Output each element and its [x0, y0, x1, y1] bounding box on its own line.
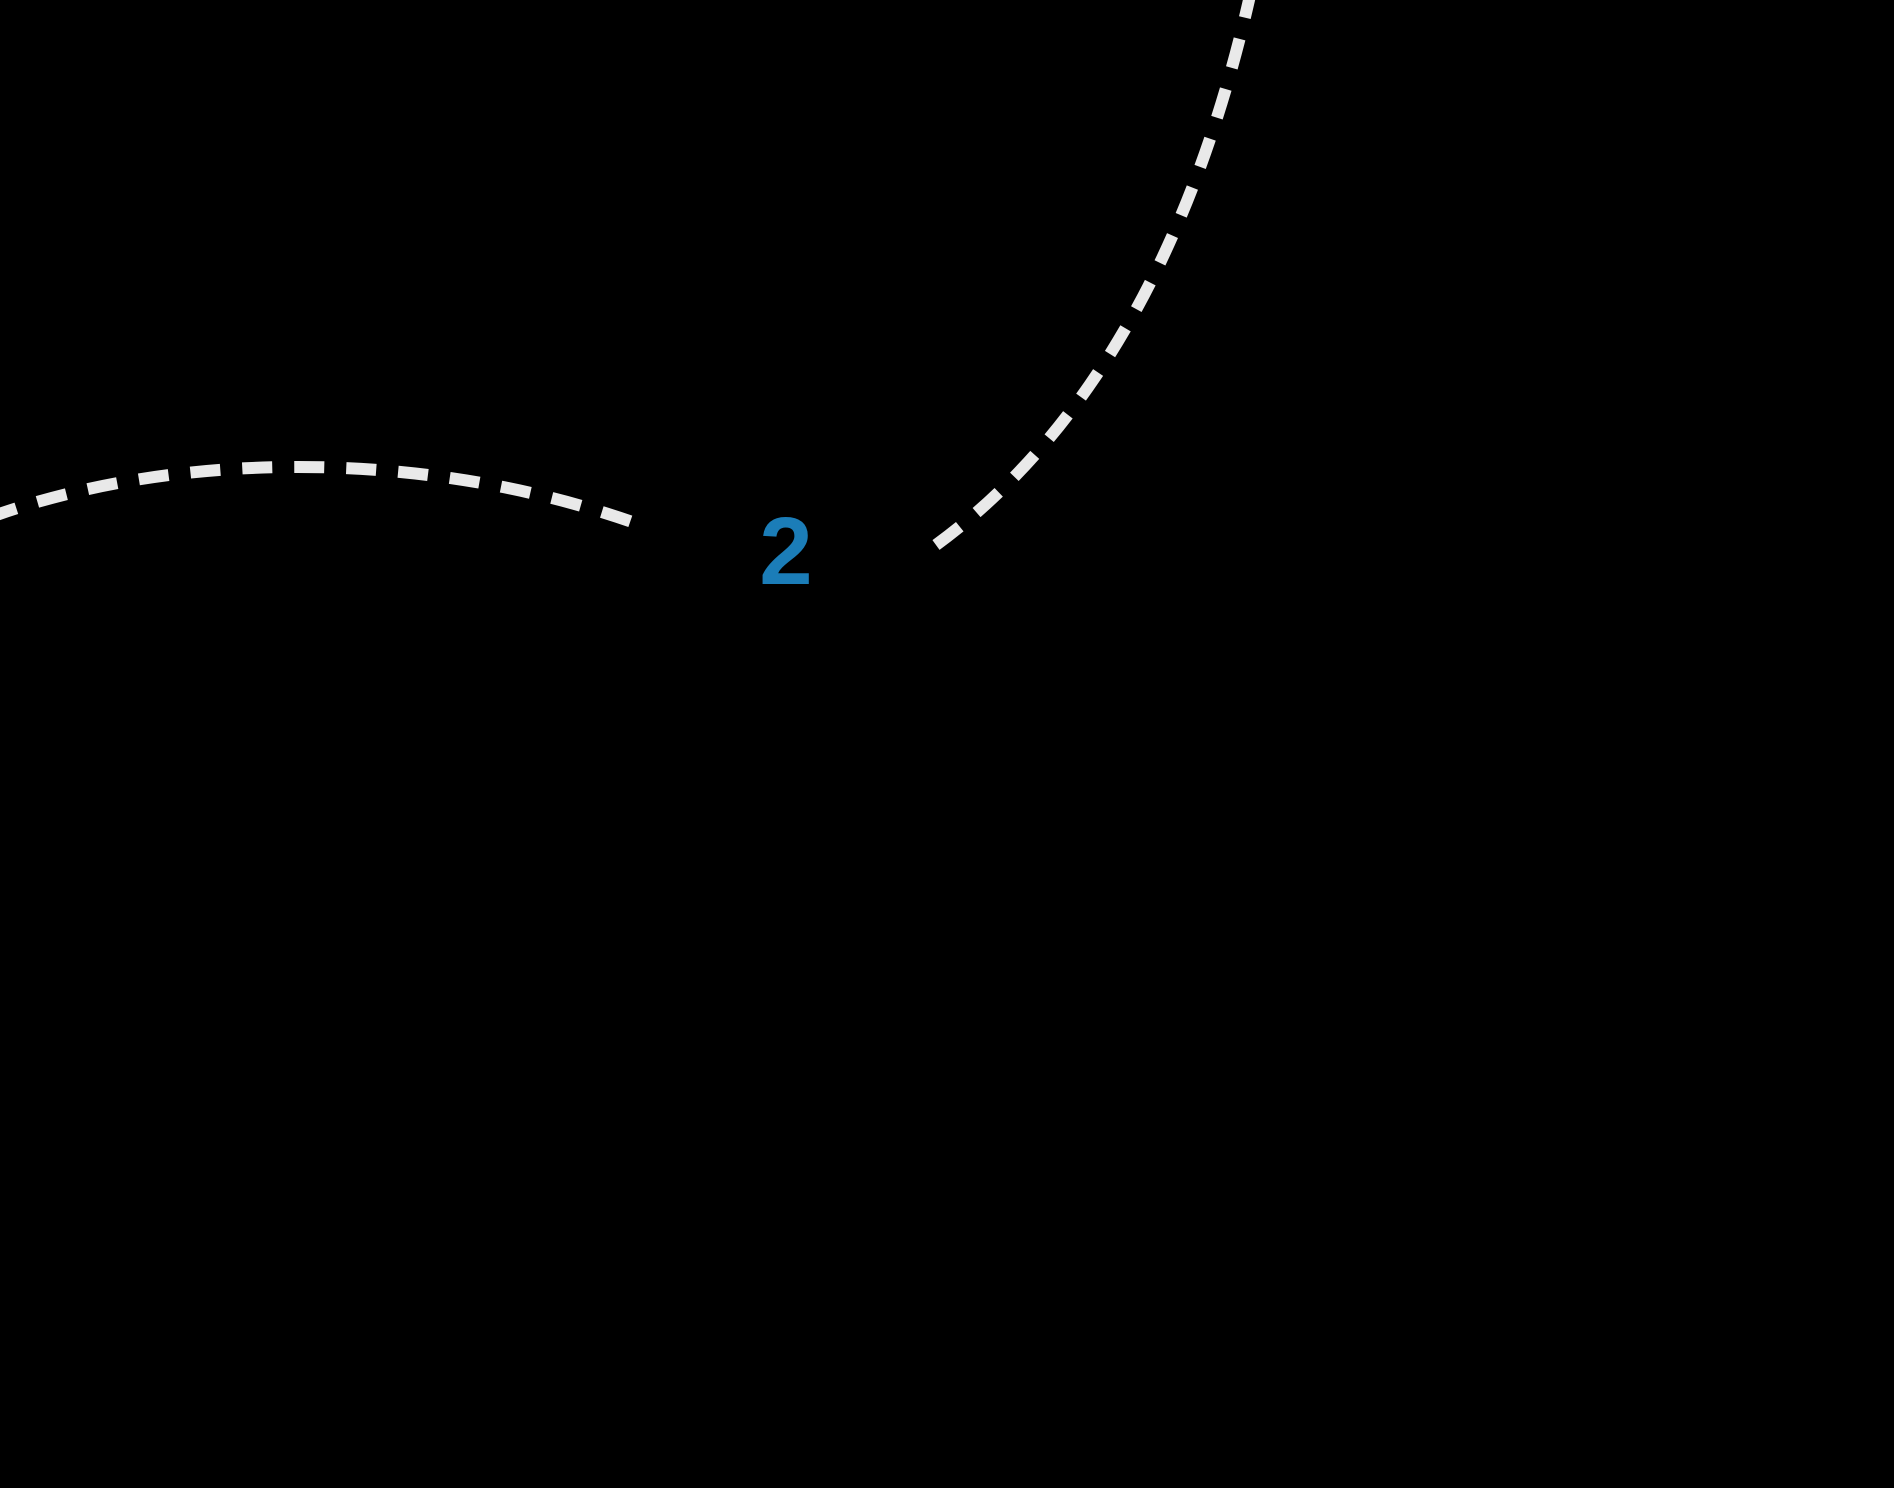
- dashed-curve-left: [0, 461, 641, 530]
- step-number: 2: [759, 498, 812, 605]
- dashed-curve-right: [932, 0, 1256, 550]
